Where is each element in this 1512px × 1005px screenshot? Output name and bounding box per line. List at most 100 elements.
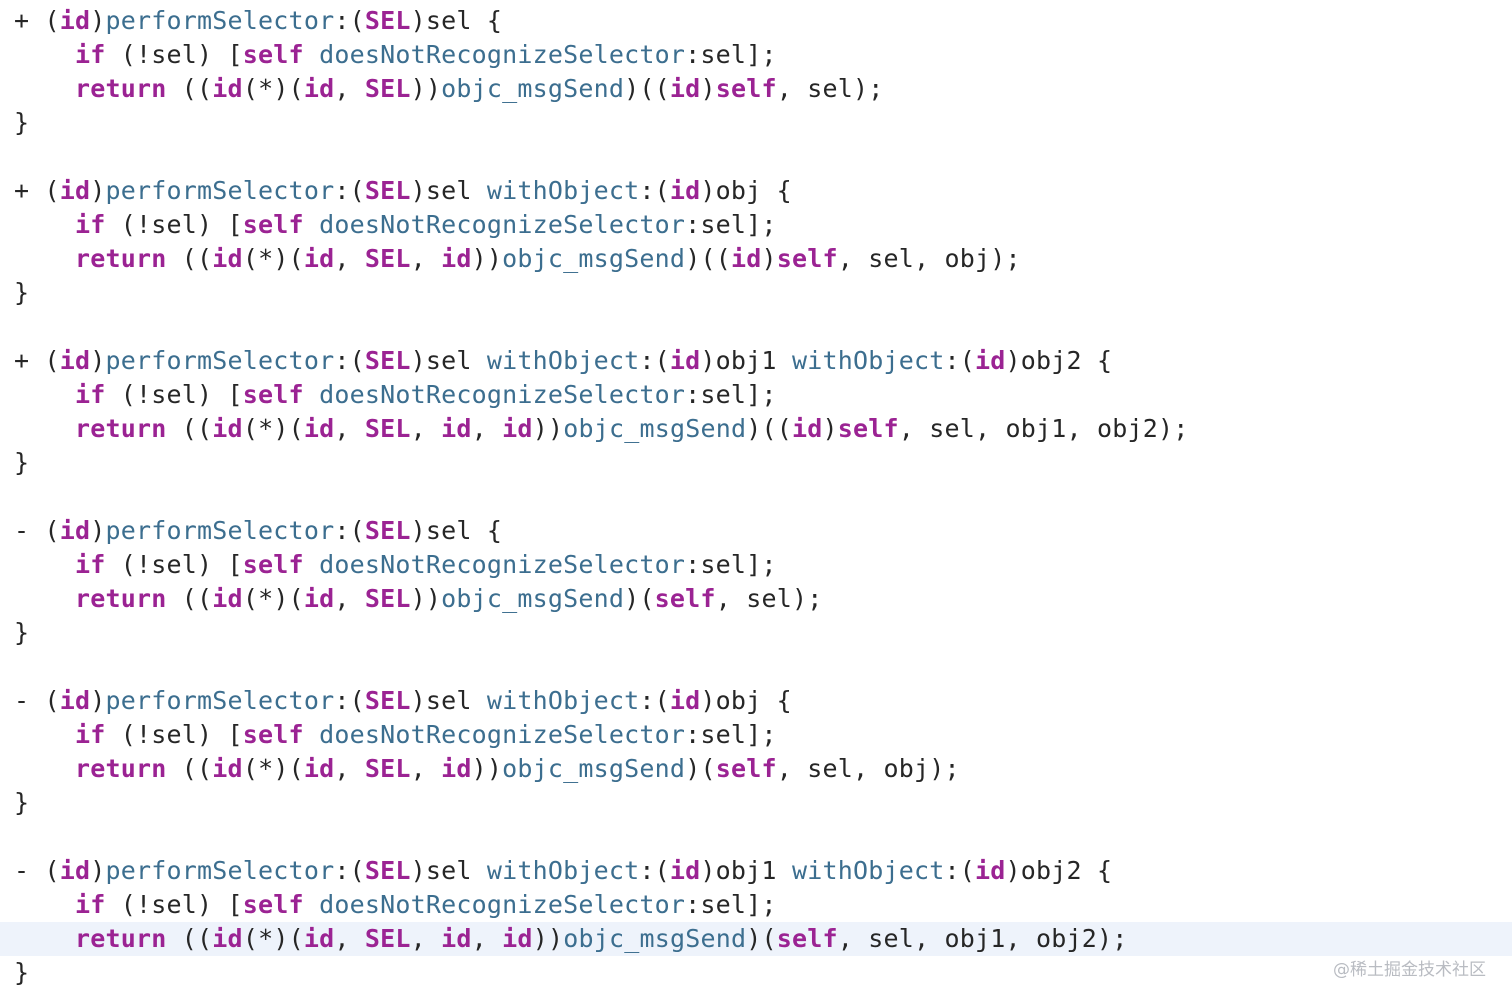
code-selector: doesNotRecognizeSelector xyxy=(319,720,686,749)
code-line[interactable] xyxy=(0,310,1512,344)
code-keyword: SEL xyxy=(364,754,411,783)
code-text: (!sel) [ xyxy=(105,40,243,69)
code-text: ) xyxy=(90,346,106,375)
code-text xyxy=(14,74,75,103)
code-text xyxy=(14,754,75,783)
code-line[interactable]: if (!sel) [self doesNotRecognizeSelector… xyxy=(0,38,1512,72)
code-line[interactable]: } xyxy=(0,956,1512,990)
code-text: , xyxy=(410,754,442,783)
code-text: )) xyxy=(471,754,503,783)
code-text: } xyxy=(14,108,30,137)
code-text xyxy=(14,584,75,613)
code-text: :sel]; xyxy=(685,720,777,749)
code-text: ) xyxy=(90,856,106,885)
code-text: )sel { xyxy=(410,6,503,35)
code-keyword: return xyxy=(75,584,167,613)
code-line[interactable]: - (id)performSelector:(SEL)sel withObjec… xyxy=(0,854,1512,888)
code-text: (!sel) [ xyxy=(105,550,243,579)
code-line[interactable]: if (!sel) [self doesNotRecognizeSelector… xyxy=(0,548,1512,582)
code-line[interactable]: if (!sel) [self doesNotRecognizeSelector… xyxy=(0,378,1512,412)
code-keyword: id xyxy=(730,244,762,273)
code-text: , xyxy=(334,244,365,273)
code-text: )) xyxy=(532,924,564,953)
code-line[interactable]: } xyxy=(0,616,1512,650)
code-selector: withObject xyxy=(486,686,640,715)
code-text: )obj { xyxy=(700,686,792,715)
code-text: (( xyxy=(166,74,213,103)
code-text xyxy=(14,924,75,953)
code-text xyxy=(14,380,75,409)
code-selector: doesNotRecognizeSelector xyxy=(319,550,686,579)
code-keyword: id xyxy=(669,856,701,885)
code-selector: objc_msgSend xyxy=(563,414,747,443)
code-text: , xyxy=(334,754,365,783)
code-selector: doesNotRecognizeSelector xyxy=(319,890,686,919)
code-line[interactable] xyxy=(0,820,1512,854)
code-keyword: self xyxy=(654,584,716,613)
code-line[interactable]: + (id)performSelector:(SEL)sel withObjec… xyxy=(0,174,1512,208)
code-line[interactable]: } xyxy=(0,106,1512,140)
code-selector: objc_msgSend xyxy=(502,754,686,783)
code-text: (*)( xyxy=(242,414,304,443)
code-selector: performSelector xyxy=(105,516,335,545)
code-text: , xyxy=(334,584,365,613)
code-keyword: id xyxy=(212,414,243,443)
code-keyword: id xyxy=(212,584,243,613)
code-keyword: return xyxy=(75,74,167,103)
code-text: ) xyxy=(90,6,106,35)
code-line[interactable]: return ((id(*)(id, SEL, id))objc_msgSend… xyxy=(0,752,1512,786)
code-line[interactable]: if (!sel) [self doesNotRecognizeSelector… xyxy=(0,888,1512,922)
code-line[interactable]: return ((id(*)(id, SEL, id))objc_msgSend… xyxy=(0,242,1512,276)
code-line[interactable]: return ((id(*)(id, SEL))objc_msgSend)((i… xyxy=(0,72,1512,106)
code-line[interactable]: } xyxy=(0,786,1512,820)
code-line[interactable]: + (id)performSelector:(SEL)sel withObjec… xyxy=(0,344,1512,378)
code-text: (*)( xyxy=(242,74,304,103)
code-keyword: return xyxy=(75,244,167,273)
code-editor[interactable]: + (id)performSelector:(SEL)sel { if (!se… xyxy=(0,4,1512,990)
code-text: , xyxy=(410,924,442,953)
code-text xyxy=(14,890,75,919)
code-keyword: self xyxy=(776,924,838,953)
code-keyword: self xyxy=(715,754,777,783)
code-keyword: id xyxy=(669,74,701,103)
code-line[interactable]: } xyxy=(0,446,1512,480)
code-keyword: id xyxy=(669,176,701,205)
code-line[interactable] xyxy=(0,480,1512,514)
code-text: , xyxy=(334,414,365,443)
code-line[interactable]: - (id)performSelector:(SEL)sel { xyxy=(0,514,1512,548)
code-keyword: id xyxy=(502,924,533,953)
code-keyword: id xyxy=(669,346,701,375)
code-line[interactable]: return ((id(*)(id, SEL))objc_msgSend)(se… xyxy=(0,582,1512,616)
code-keyword: id xyxy=(59,6,91,35)
code-keyword: if xyxy=(75,890,106,919)
code-selector: performSelector xyxy=(105,346,335,375)
code-text: )obj1 xyxy=(700,856,792,885)
code-text: :( xyxy=(639,346,670,375)
code-keyword: id xyxy=(669,686,701,715)
code-text: (( xyxy=(166,414,213,443)
code-selector: objc_msgSend xyxy=(502,244,686,273)
code-line[interactable]: + (id)performSelector:(SEL)sel { xyxy=(0,4,1512,38)
code-text: )) xyxy=(410,74,442,103)
code-selector: doesNotRecognizeSelector xyxy=(319,210,686,239)
current-code-line[interactable]: return ((id(*)(id, SEL, id, id))objc_msg… xyxy=(0,922,1512,956)
code-line[interactable] xyxy=(0,650,1512,684)
code-line[interactable] xyxy=(0,140,1512,174)
code-line[interactable]: } xyxy=(0,276,1512,310)
code-line[interactable]: - (id)performSelector:(SEL)sel withObjec… xyxy=(0,684,1512,718)
code-line[interactable]: if (!sel) [self doesNotRecognizeSelector… xyxy=(0,718,1512,752)
code-keyword: id xyxy=(441,924,472,953)
code-text: (!sel) [ xyxy=(105,380,243,409)
code-text: ) xyxy=(90,176,106,205)
code-selector: withObject xyxy=(486,856,640,885)
code-text: (( xyxy=(166,754,213,783)
code-keyword: self xyxy=(715,74,777,103)
code-text: (( xyxy=(166,584,213,613)
code-line[interactable]: if (!sel) [self doesNotRecognizeSelector… xyxy=(0,208,1512,242)
code-selector: doesNotRecognizeSelector xyxy=(319,40,686,69)
code-keyword: id xyxy=(212,754,243,783)
code-line[interactable]: return ((id(*)(id, SEL, id, id))objc_msg… xyxy=(0,412,1512,446)
code-keyword: self xyxy=(242,40,304,69)
code-text: , xyxy=(471,924,503,953)
code-keyword: id xyxy=(303,74,335,103)
